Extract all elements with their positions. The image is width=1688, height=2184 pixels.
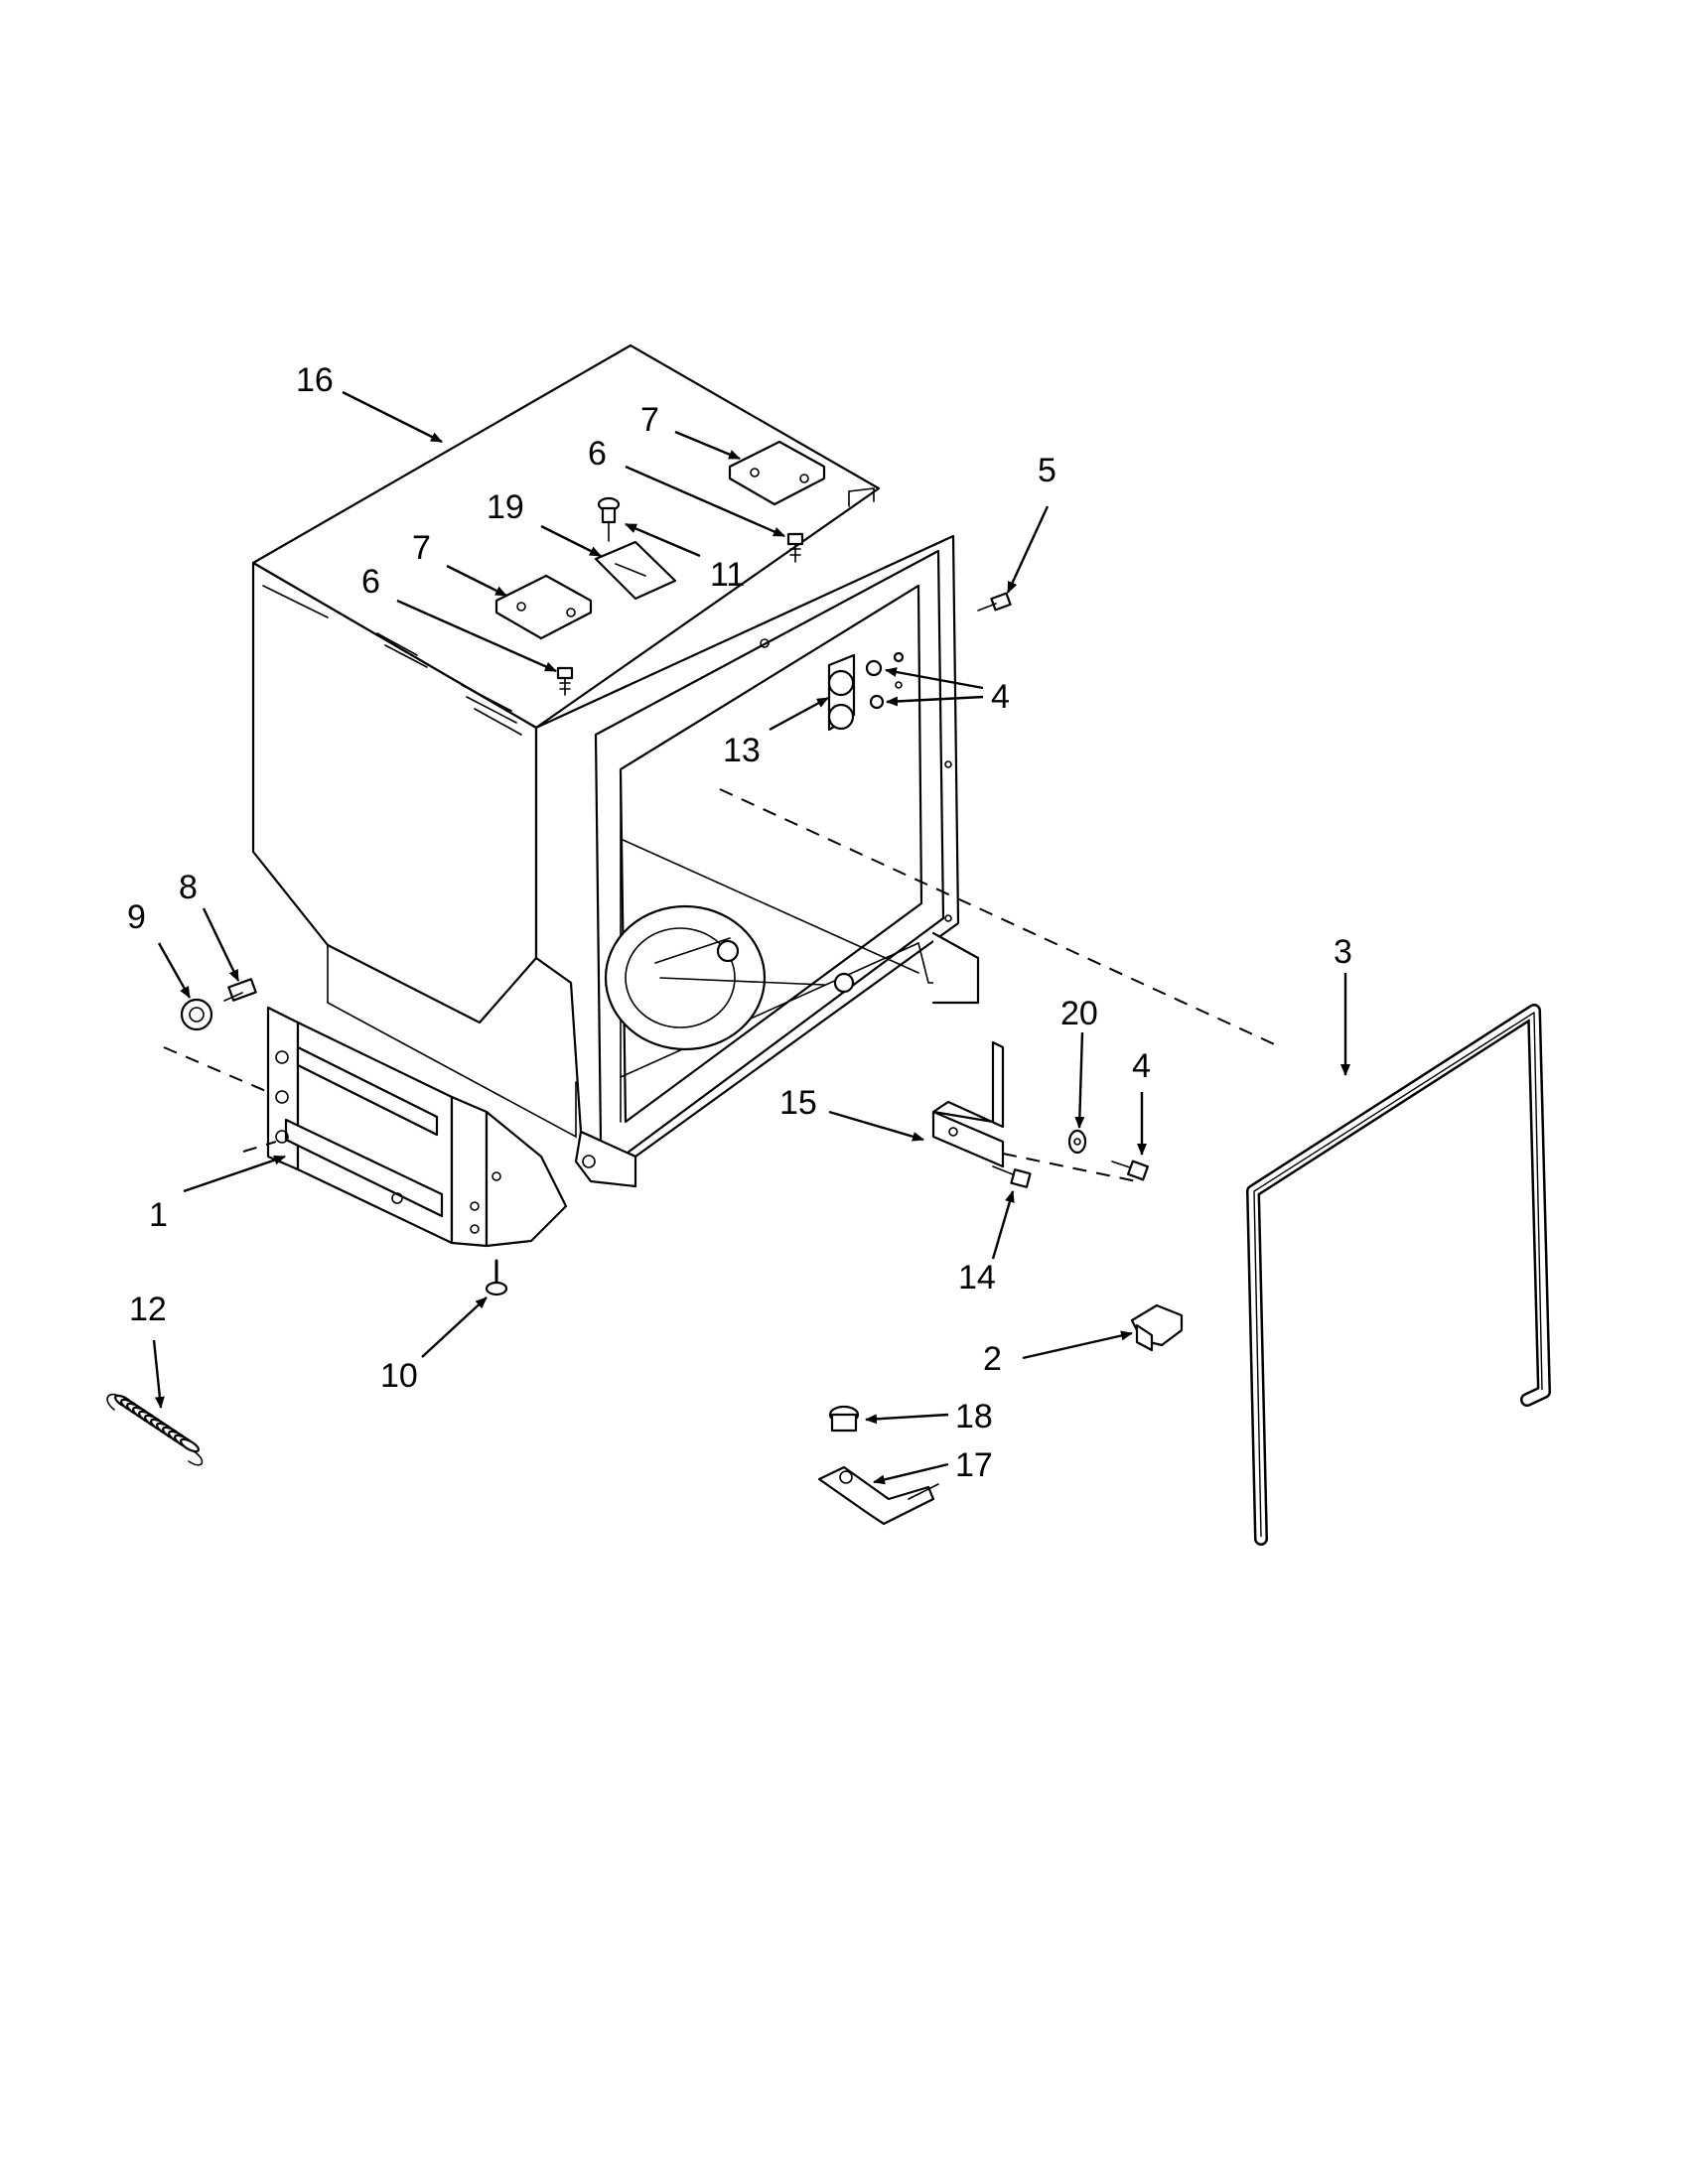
bracket-part-17 bbox=[817, 1465, 939, 1526]
callout-6-upper: 6 bbox=[588, 435, 607, 473]
leader-lines bbox=[152, 390, 1350, 1485]
callout-14: 14 bbox=[958, 1259, 996, 1297]
screw-part-14 bbox=[992, 1165, 1032, 1188]
washer-part-20 bbox=[1067, 1129, 1087, 1155]
callout-12: 12 bbox=[129, 1291, 167, 1328]
sensor-part-18 bbox=[828, 1405, 860, 1433]
callout-6-lower: 6 bbox=[361, 563, 380, 601]
hinge-part-7-upper bbox=[728, 440, 826, 506]
callout-13: 13 bbox=[723, 732, 761, 769]
leveling-leg-part-10 bbox=[485, 1259, 508, 1297]
callout-1: 1 bbox=[149, 1196, 168, 1234]
callout-20: 20 bbox=[1060, 995, 1098, 1032]
bracket-part-15 bbox=[931, 1040, 1005, 1168]
inlet-fitting-part-13 bbox=[827, 651, 905, 732]
spring-part-12 bbox=[106, 1393, 204, 1466]
wheel-part-9 bbox=[180, 998, 213, 1031]
bracket-part-19 bbox=[594, 540, 677, 601]
screw-part-8 bbox=[223, 978, 257, 1002]
hinge-part-7-lower bbox=[494, 574, 593, 640]
door-gasket-part-3 bbox=[1246, 1004, 1551, 1546]
callout-labels: 16 7 6 19 11 7 6 5 4 13 8 9 3 20 4 15 1 … bbox=[127, 361, 1352, 1484]
callout-18: 18 bbox=[955, 1398, 993, 1435]
callout-7-lower: 7 bbox=[412, 529, 431, 567]
screw-part-5 bbox=[977, 592, 1012, 612]
clip-part-2 bbox=[1130, 1303, 1184, 1352]
base-part-1 bbox=[266, 1006, 568, 1248]
callout-2: 2 bbox=[983, 1340, 1002, 1378]
callout-11: 11 bbox=[710, 556, 745, 594]
callout-16: 16 bbox=[296, 361, 334, 399]
screw-part-4-lower bbox=[1111, 1160, 1150, 1181]
callout-10: 10 bbox=[380, 1357, 418, 1395]
screw-part-11 bbox=[597, 496, 621, 542]
callout-17: 17 bbox=[955, 1446, 993, 1484]
callout-3: 3 bbox=[1334, 933, 1352, 971]
callout-8: 8 bbox=[179, 869, 198, 906]
callout-4-upper: 4 bbox=[991, 678, 1010, 716]
spring-coil bbox=[180, 1437, 200, 1453]
callout-4-lower: 4 bbox=[1132, 1047, 1151, 1085]
screw-part-6-upper bbox=[786, 532, 804, 563]
callout-15: 15 bbox=[779, 1084, 817, 1122]
screw-part-6-lower bbox=[556, 666, 574, 696]
callout-7-upper: 7 bbox=[640, 401, 659, 439]
callout-9: 9 bbox=[127, 898, 146, 936]
callout-5: 5 bbox=[1038, 452, 1056, 489]
callout-19: 19 bbox=[487, 488, 524, 526]
